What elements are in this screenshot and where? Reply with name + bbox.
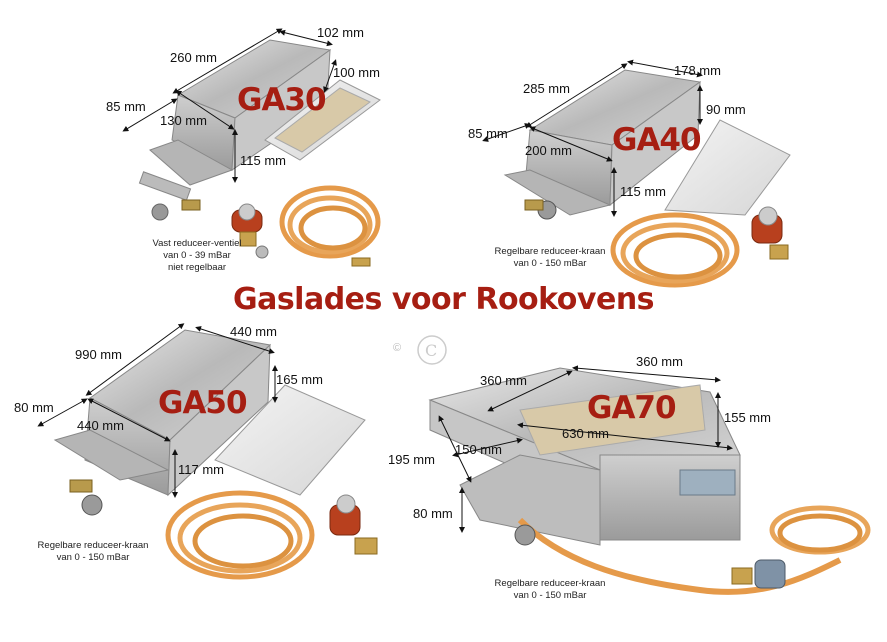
ga70-side-width: 80 mm — [413, 506, 453, 521]
ga50-caption-line-2: van 0 - 150 mBar — [56, 552, 130, 563]
ga70-depth: 195 mm — [388, 452, 435, 467]
ga30-inner-length: 130 mm — [160, 113, 207, 128]
ga70-model-label: GA70 — [587, 390, 677, 426]
ga50-tray-height: 165 mm — [276, 372, 323, 387]
ga50-caption: Regelbare reduceer-kraan van 0 - 150 mBa… — [28, 540, 158, 564]
ga40-caption-line-2: van 0 - 150 mBar — [513, 258, 587, 269]
ga50-model-label: GA50 — [158, 385, 248, 421]
ga30-side-width: 85 mm — [106, 99, 146, 114]
ga70-width: 360 mm — [636, 354, 683, 369]
ga40-length: 285 mm — [523, 81, 570, 96]
svg-text:C: C — [425, 341, 437, 360]
ga30-caption-line-2: van 0 - 39 mBar — [163, 250, 231, 261]
ga40-model-label: GA40 — [612, 122, 702, 158]
ga40-width: 178 mm — [674, 63, 721, 78]
ga70-inner-length: 150 mm — [455, 442, 502, 457]
ga40-tray-height: 90 mm — [706, 102, 746, 117]
page-title: Gaslades voor Rookovens — [232, 282, 655, 317]
ga70-plate-length: 630 mm — [562, 426, 609, 441]
ga50-inner-length: 440 mm — [77, 418, 124, 433]
ga30-length: 260 mm — [170, 50, 217, 65]
ga30-tray-height: 100 mm — [333, 65, 380, 80]
ga40-height: 115 mm — [620, 184, 666, 199]
ga50-height: 117 mm — [178, 462, 224, 477]
copyright-symbol: © — [393, 342, 402, 354]
ga70-drawing — [428, 365, 871, 595]
ga70-height: 155 mm — [724, 410, 771, 425]
ga40-drawing — [482, 59, 791, 288]
ga40-inner-length: 200 mm — [525, 143, 572, 158]
ga30-width: 102 mm — [317, 25, 364, 40]
ga70-caption-line-1: Regelbare reduceer-kraan — [494, 578, 606, 589]
ga70-caption-line-2: van 0 - 150 mBar — [513, 590, 587, 601]
ga50-drawing — [37, 323, 378, 580]
ga30-model-label: GA30 — [237, 82, 327, 118]
ga30-caption: Vast reduceer-ventiel van 0 - 39 mBar ni… — [132, 238, 262, 274]
ga40-caption-line-1: Regelbare reduceer-kraan — [494, 246, 606, 257]
ga70-length: 360 mm — [480, 373, 527, 388]
ga30-caption-line-1: Vast reduceer-ventiel — [152, 238, 242, 249]
ga30-caption-line-3: niet regelbaar — [167, 262, 227, 273]
copyright-logo: C — [417, 335, 447, 365]
ga50-width: 440 mm — [230, 324, 277, 339]
ga40-side-width: 85 mm — [468, 126, 508, 141]
ga50-side-width: 80 mm — [14, 400, 54, 415]
ga70-caption: Regelbare reduceer-kraan van 0 - 150 mBa… — [485, 578, 615, 602]
ga30-drawing — [122, 28, 381, 267]
ga40-caption: Regelbare reduceer-kraan van 0 - 150 mBa… — [485, 246, 615, 270]
ga30-height: 115 mm — [240, 153, 286, 168]
ga50-length: 990 mm — [75, 347, 122, 362]
ga50-caption-line-1: Regelbare reduceer-kraan — [37, 540, 149, 551]
